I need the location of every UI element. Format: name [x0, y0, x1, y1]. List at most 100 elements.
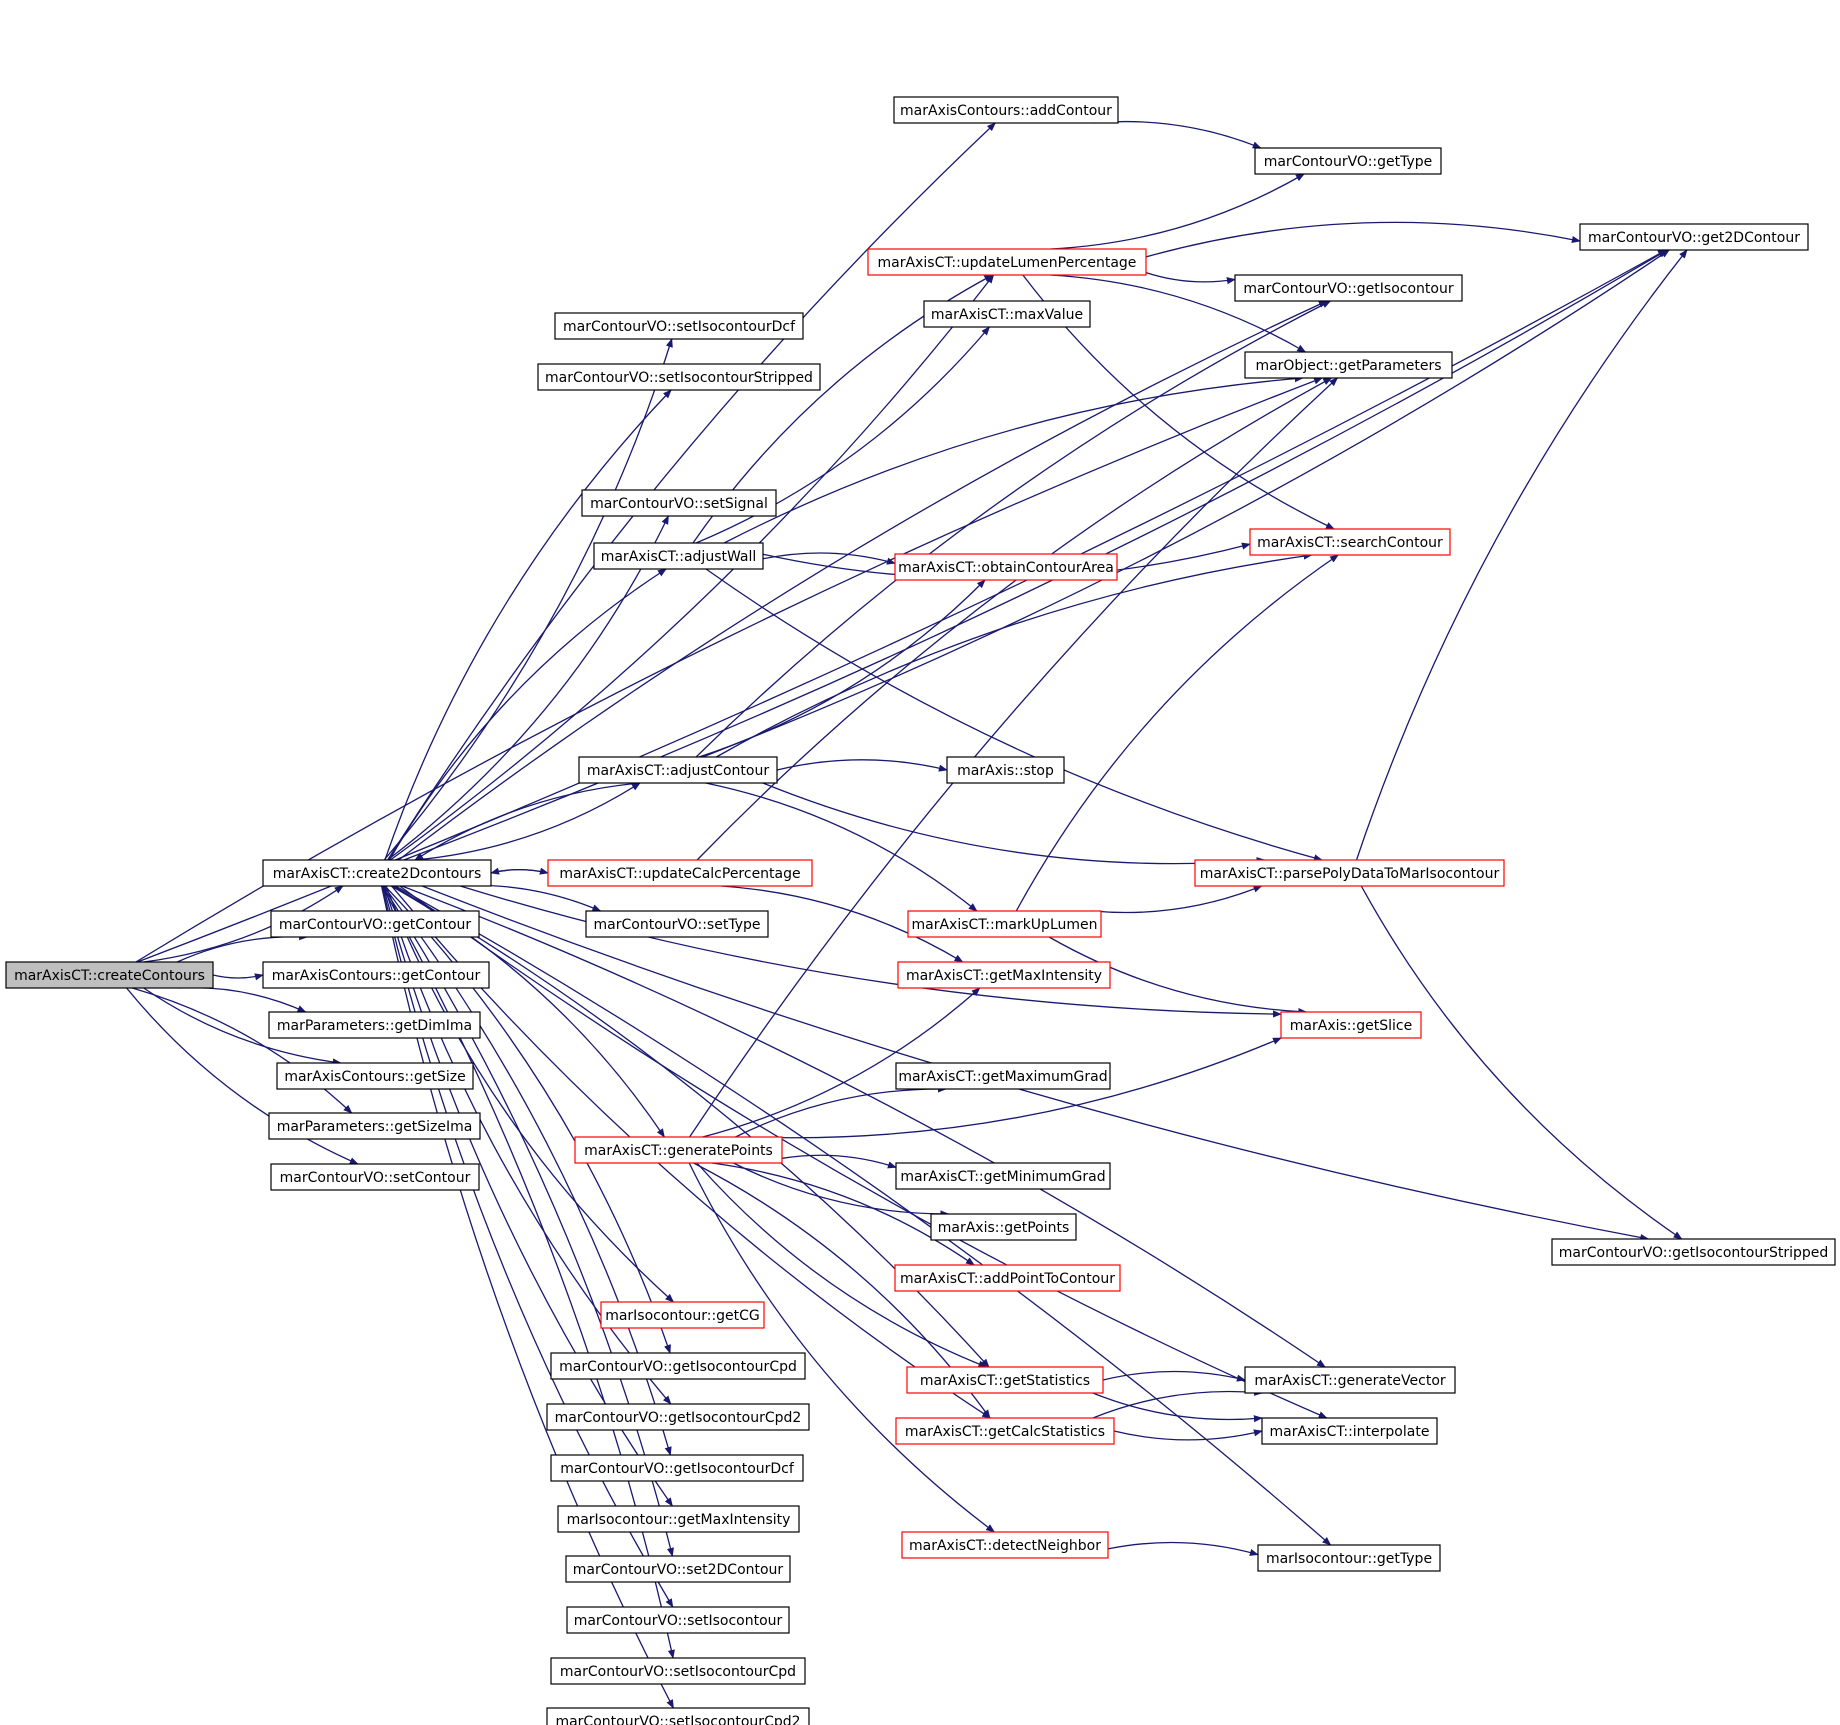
node-label: marAxisCT::getMinimumGrad — [900, 1169, 1105, 1185]
node-box — [566, 1606, 790, 1634]
node-setType[interactable]: marContourVO::setType — [585, 910, 769, 938]
node-label: marParameters::getDimIma — [277, 1018, 472, 1034]
node-addContour[interactable]: marAxisContours::addContour — [893, 96, 1119, 124]
node-setIsocontourCpd[interactable]: marContourVO::setIsocontourCpd — [550, 1657, 806, 1685]
edge-create2Dcontours-to-interpolate — [399, 885, 1328, 1419]
edge-create2Dcontours-to-setIsocontourCpd — [381, 885, 675, 1659]
node-getIsocontour[interactable]: marContourVO::getIsocontour — [1234, 274, 1463, 302]
node-getMinimumGrad[interactable]: marAxisCT::getMinimumGrad — [895, 1162, 1111, 1190]
node-addPointToContour[interactable]: marAxisCT::addPointToContour — [894, 1264, 1121, 1292]
node-label: marContourVO::setContour — [280, 1170, 471, 1186]
node-label: marContourVO::getIsocontourCpd2 — [555, 1410, 802, 1426]
node-markUpLumen[interactable]: marAxisCT::markUpLumen — [907, 910, 1102, 938]
edge-generatePoints-to-getMaxIntensityCT — [702, 987, 981, 1138]
node-maxValue[interactable]: marAxisCT::maxValue — [923, 300, 1091, 328]
node-createContours[interactable]: marAxisCT::createContours — [5, 961, 214, 989]
node-box — [557, 1505, 800, 1533]
node-box — [546, 1707, 810, 1725]
node-getParameters[interactable]: marObject::getParameters — [1244, 351, 1453, 379]
node-getMaxIntensityIso[interactable]: marIsocontour::getMaxIntensity — [557, 1505, 800, 1533]
node-getMaxIntensityCT[interactable]: marAxisCT::getMaxIntensity — [897, 961, 1111, 989]
node-getContourAC[interactable]: marAxisContours::getContour — [262, 961, 490, 989]
edge-create2Dcontours-to-adjustWall — [388, 568, 667, 861]
node-generateVector[interactable]: marAxisCT::generateVector — [1244, 1366, 1456, 1394]
edge-updateLumenPercentage-to-getTypeVO — [1050, 173, 1305, 250]
node-get2DContour[interactable]: marContourVO::get2DContour — [1579, 223, 1809, 251]
edge-getCalcStatistics-to-interpolate — [1113, 1429, 1263, 1441]
edge-adjustContour-to-obtainContourArea — [698, 579, 986, 758]
node-box — [923, 300, 1091, 328]
node-box — [550, 1454, 804, 1482]
node-box — [578, 756, 778, 784]
node-getIsocontourStripped[interactable]: marContourVO::getIsocontourStripped — [1551, 1238, 1836, 1266]
node-adjustWall[interactable]: marAxisCT::adjustWall — [593, 542, 764, 570]
node-interpolate[interactable]: marAxisCT::interpolate — [1261, 1417, 1438, 1445]
node-box — [895, 1062, 1111, 1090]
node-label: marAxisCT::updateLumenPercentage — [878, 255, 1137, 271]
node-label: marAxisCT::obtainContourArea — [898, 560, 1114, 576]
node-getContourVO[interactable]: marContourVO::getContour — [270, 910, 480, 938]
node-box — [906, 1366, 1104, 1394]
node-getPoints[interactable]: marAxis::getPoints — [930, 1213, 1077, 1241]
node-setSignal[interactable]: marContourVO::setSignal — [581, 489, 777, 517]
node-getTypeIso[interactable]: marIsocontour::getType — [1257, 1544, 1441, 1572]
node-getIsocontourDcf[interactable]: marContourVO::getIsocontourDcf — [550, 1454, 804, 1482]
node-label: marAxisCT::maxValue — [931, 307, 1083, 323]
edge-create2Dcontours-to-adjustContour — [414, 782, 641, 861]
node-getIsocontourCpd2[interactable]: marContourVO::getIsocontourCpd2 — [546, 1403, 810, 1431]
edge-getStatistics-to-generateVector — [1102, 1370, 1246, 1382]
node-box — [1244, 1366, 1456, 1394]
node-label: marContourVO::setIsocontour — [574, 1613, 783, 1629]
node-label: marAxisCT::create2Dcontours — [273, 866, 481, 882]
node-label: marContourVO::set2DContour — [573, 1562, 784, 1578]
node-getIsocontourCpd[interactable]: marContourVO::getIsocontourCpd — [550, 1352, 806, 1380]
node-setContour[interactable]: marContourVO::setContour — [270, 1163, 480, 1191]
node-getStatistics[interactable]: marAxisCT::getStatistics — [906, 1366, 1104, 1394]
node-getCG[interactable]: marIsocontour::getCG — [600, 1301, 765, 1329]
edge-updateLumenPercentage-to-getParameters — [1050, 274, 1307, 353]
node-box — [895, 1417, 1115, 1445]
node-label: marContourVO::getIsocontourCpd — [559, 1359, 797, 1375]
node-box — [268, 1011, 481, 1039]
node-box — [867, 248, 1147, 276]
node-setIsocontourDcf[interactable]: marContourVO::setIsocontourDcf — [554, 312, 804, 340]
node-box — [907, 910, 1102, 938]
edge-parsePoly-to-getIsocontourStripped — [1360, 885, 1683, 1240]
node-detectNeighbor[interactable]: marAxisCT::detectNeighbor — [901, 1531, 1109, 1559]
node-setIsocontour[interactable]: marContourVO::setIsocontour — [566, 1606, 790, 1634]
node-updateLumenPercentage[interactable]: marAxisCT::updateLumenPercentage — [867, 248, 1147, 276]
node-updateCalcPercentage[interactable]: marAxisCT::updateCalcPercentage — [547, 859, 813, 887]
node-adjustContour[interactable]: marAxisCT::adjustContour — [578, 756, 778, 784]
node-getCalcStatistics[interactable]: marAxisCT::getCalcStatistics — [895, 1417, 1115, 1445]
node-getTypeVO[interactable]: marContourVO::getType — [1254, 147, 1442, 175]
node-parsePoly[interactable]: marAxisCT::parsePolyDataToMarIsocontour — [1194, 859, 1505, 887]
edge-markUpLumen-to-getSlice — [1048, 936, 1308, 1016]
node-setIsocontourStripped[interactable]: marContourVO::setIsocontourStripped — [537, 363, 821, 391]
edge-adjustContour-to-get2DContour — [702, 249, 1670, 758]
node-getSizeAC[interactable]: marAxisContours::getSize — [276, 1062, 474, 1090]
edge-create2Dcontours-to-updateLumenPercentage — [390, 274, 995, 861]
edge-generatePoints-to-getSlice — [748, 1037, 1282, 1139]
edge-createContours-to-create2Dcontours — [143, 885, 344, 963]
node-box — [270, 910, 480, 938]
node-searchContour[interactable]: marAxisCT::searchContour — [1249, 528, 1451, 556]
node-getSizeIma[interactable]: marParameters::getSizeIma — [268, 1112, 481, 1140]
node-box — [930, 1213, 1077, 1241]
node-label: marContourVO::setIsocontourStripped — [545, 370, 813, 386]
node-obtainContourArea[interactable]: marAxisCT::obtainContourArea — [894, 553, 1118, 581]
node-label: marContourVO::setType — [594, 917, 761, 933]
node-generatePoints[interactable]: marAxisCT::generatePoints — [574, 1136, 783, 1164]
node-getDimIma[interactable]: marParameters::getDimIma — [268, 1011, 481, 1039]
node-stop[interactable]: marAxis::stop — [946, 756, 1065, 784]
node-create2Dcontours[interactable]: marAxisCT::create2Dcontours — [262, 859, 492, 887]
node-box — [585, 910, 769, 938]
edge-adjustWall-to-obtainContourArea — [762, 552, 896, 565]
edge-adjustWall-to-maxValue — [695, 326, 990, 544]
node-box — [895, 1162, 1111, 1190]
node-label: marAxisContours::getContour — [272, 968, 481, 984]
node-getMaximumGrad[interactable]: marAxisCT::getMaximumGrad — [895, 1062, 1111, 1090]
node-label: marContourVO::get2DContour — [1588, 230, 1800, 246]
node-set2DContour[interactable]: marContourVO::set2DContour — [565, 1555, 791, 1583]
node-setIsocontourCpd2[interactable]: marContourVO::setIsocontourCpd2 — [546, 1707, 810, 1725]
node-getSlice[interactable]: marAxis::getSlice — [1280, 1011, 1422, 1039]
